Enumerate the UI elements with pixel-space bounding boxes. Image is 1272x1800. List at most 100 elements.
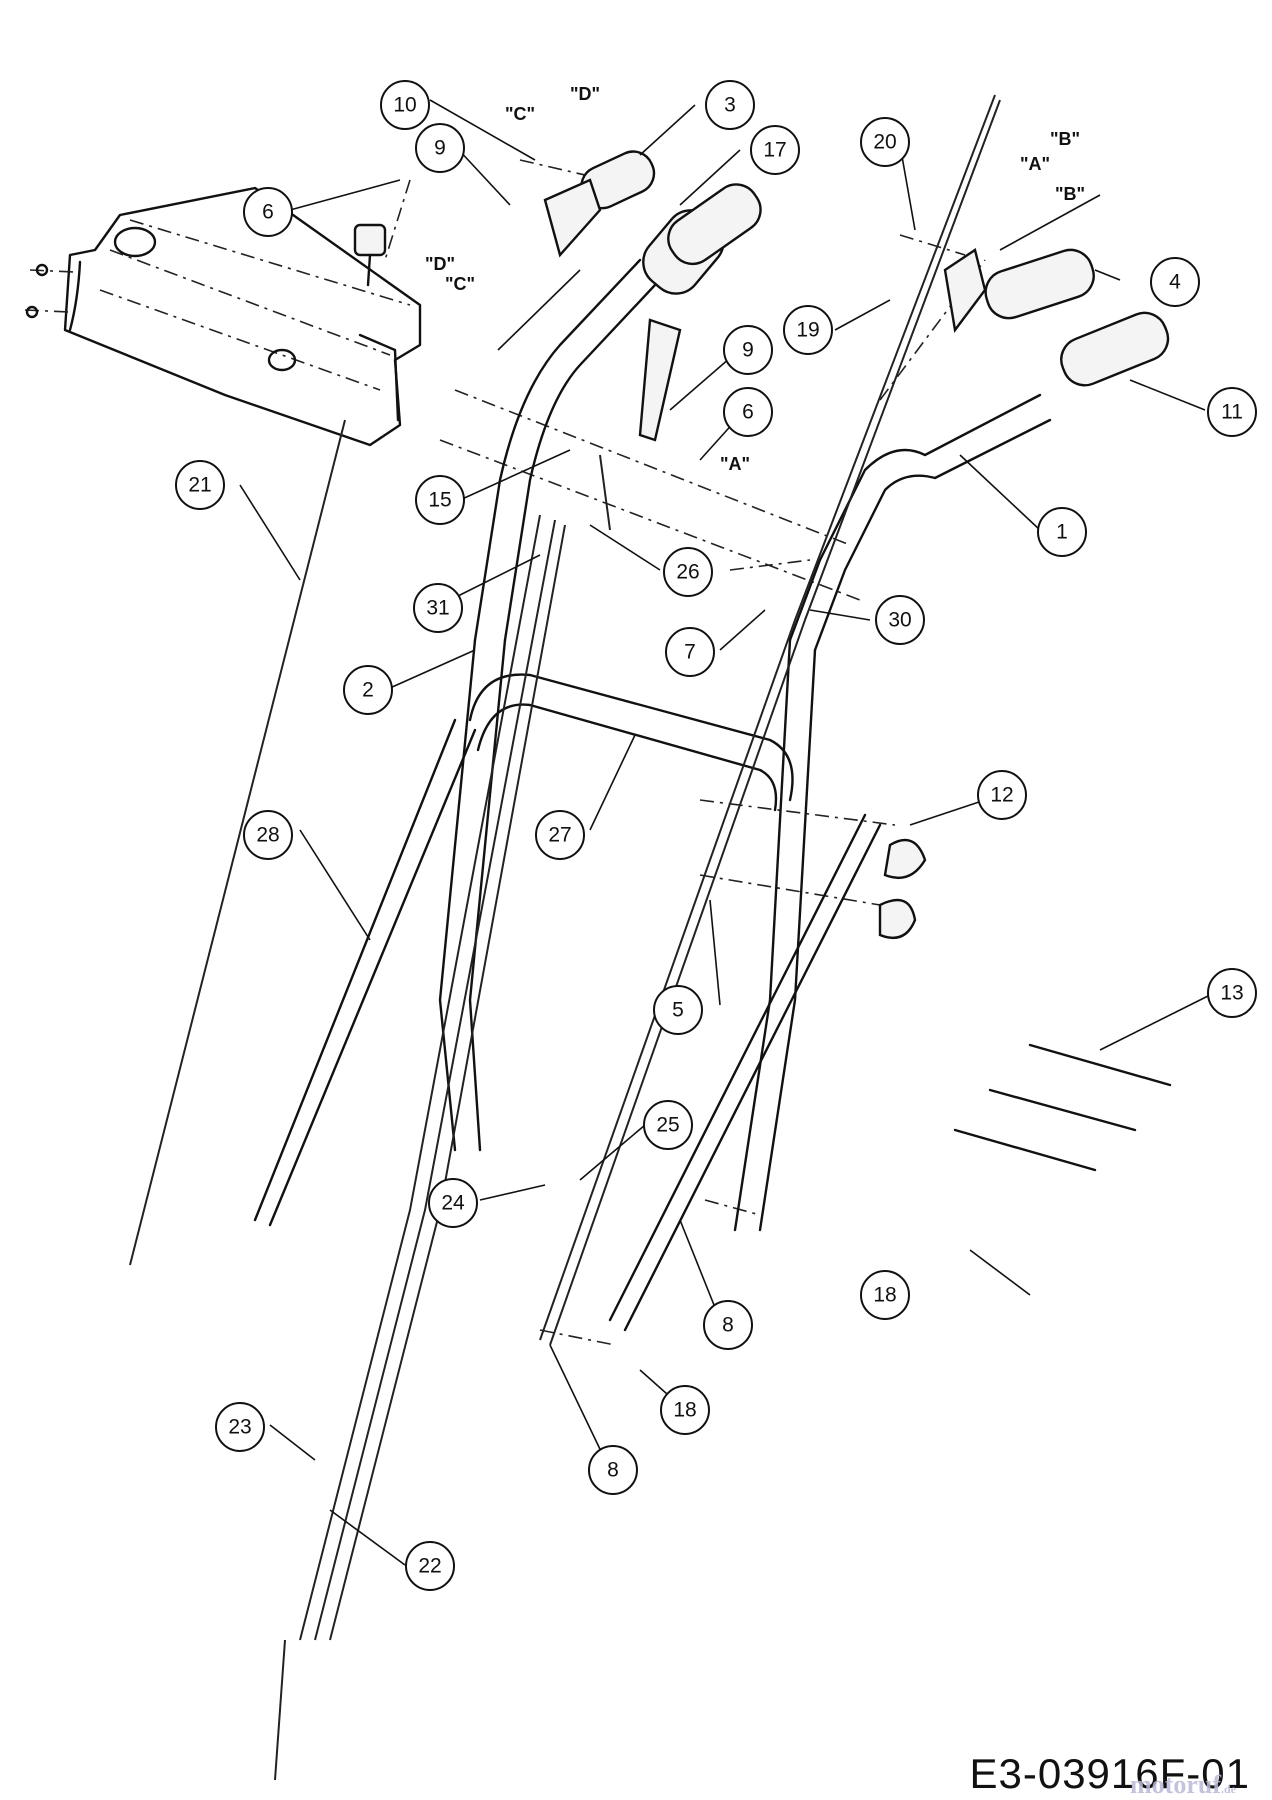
callout-number: 23 bbox=[228, 1416, 251, 1439]
callout-number: 25 bbox=[656, 1114, 679, 1137]
callout-30: 30 bbox=[875, 595, 925, 645]
callout-number: 8 bbox=[722, 1314, 734, 1337]
callout-18: 18 bbox=[660, 1385, 710, 1435]
callout-circle bbox=[703, 1300, 753, 1350]
callout-8: 8 bbox=[703, 1300, 753, 1350]
callout-6: 6 bbox=[243, 187, 293, 237]
ref-label-a2: "A" bbox=[720, 454, 750, 474]
ref-label-c1: "C" bbox=[505, 104, 535, 124]
callout-17: 17 bbox=[750, 125, 800, 175]
leader-lines bbox=[239, 99, 1211, 1566]
callout-circle bbox=[783, 305, 833, 355]
callout-number: 3 bbox=[724, 94, 736, 117]
callout-circle bbox=[380, 80, 430, 130]
ref-label-d2: "D" bbox=[425, 254, 455, 274]
callout-circle bbox=[705, 80, 755, 130]
ref-label-b2: "B" bbox=[1055, 184, 1085, 204]
callout-18: 18 bbox=[860, 1270, 910, 1320]
watermark-logo: motoruf.de bbox=[1130, 1770, 1236, 1799]
callout-number: 20 bbox=[873, 131, 896, 154]
callout-circle bbox=[723, 387, 773, 437]
callout-5: 5 bbox=[653, 985, 703, 1035]
callout-number: 13 bbox=[1220, 982, 1243, 1005]
callout-circle bbox=[977, 770, 1027, 820]
reference-labels: "C" "D" "D" "C" "A" "B" "B" "A" bbox=[425, 84, 1085, 474]
callout-number: 17 bbox=[763, 139, 786, 162]
callout-26: 26 bbox=[663, 547, 713, 597]
callout-number: 5 bbox=[672, 999, 684, 1022]
callout-11: 11 bbox=[1207, 387, 1257, 437]
callout-9: 9 bbox=[723, 325, 773, 375]
callout-number: 30 bbox=[888, 609, 911, 632]
lower-handle-frame bbox=[438, 638, 817, 1232]
callout-circle bbox=[215, 1402, 265, 1452]
callout-number: 10 bbox=[393, 94, 416, 117]
callout-circle bbox=[1207, 387, 1257, 437]
callout-circle bbox=[1150, 257, 1200, 307]
grip-parts bbox=[580, 150, 1095, 320]
ref-label-c2: "C" bbox=[445, 274, 475, 294]
ref-label-a1: "A" bbox=[1020, 154, 1050, 174]
callout-number: 11 bbox=[1221, 401, 1243, 424]
callout-circle bbox=[405, 1541, 455, 1591]
callout-6: 6 bbox=[723, 387, 773, 437]
callout-circle bbox=[665, 627, 715, 677]
callout-circle bbox=[413, 583, 463, 633]
ref-label-d1: "D" bbox=[570, 84, 600, 104]
callout-number: 4 bbox=[1169, 271, 1181, 294]
callout-20: 20 bbox=[860, 117, 910, 167]
ref-label-b1: "B" bbox=[1050, 129, 1080, 149]
callout-number: 21 bbox=[188, 474, 211, 497]
callout-31: 31 bbox=[413, 583, 463, 633]
callout-circle bbox=[428, 1178, 478, 1228]
callout-circle bbox=[175, 460, 225, 510]
drawing-code: E3-03916F-01 bbox=[969, 1750, 1250, 1797]
callout-number: 6 bbox=[262, 201, 274, 224]
callout-27: 27 bbox=[535, 810, 585, 860]
callout-1: 1 bbox=[1037, 507, 1087, 557]
callout-21: 21 bbox=[175, 460, 225, 510]
callout-number: 7 bbox=[684, 641, 696, 664]
callout-number: 9 bbox=[742, 339, 754, 362]
callout-7: 7 bbox=[665, 627, 715, 677]
callout-circle bbox=[860, 117, 910, 167]
callout-circle bbox=[660, 1385, 710, 1435]
callout-3: 3 bbox=[705, 80, 755, 130]
callout-circle bbox=[750, 125, 800, 175]
callout-13: 13 bbox=[1207, 968, 1257, 1018]
callout-circle bbox=[653, 985, 703, 1035]
callout-number: 2 bbox=[362, 679, 374, 702]
callout-number: 28 bbox=[256, 824, 279, 847]
callout-number: 18 bbox=[873, 1284, 896, 1307]
callout-number: 22 bbox=[418, 1555, 441, 1578]
callout-number: 1 bbox=[1056, 521, 1068, 544]
callout-circle bbox=[875, 595, 925, 645]
callout-25: 25 bbox=[643, 1100, 693, 1150]
rods bbox=[129, 419, 1172, 1266]
callout-number: 31 bbox=[426, 597, 449, 620]
callout-number: 12 bbox=[990, 784, 1013, 807]
callout-28: 28 bbox=[243, 810, 293, 860]
callout-circle bbox=[243, 810, 293, 860]
callout-circle bbox=[535, 810, 585, 860]
callout-circle bbox=[243, 187, 293, 237]
callout-circle bbox=[723, 325, 773, 375]
callout-circle bbox=[860, 1270, 910, 1320]
callout-number: 19 bbox=[796, 319, 819, 342]
callout-number: 26 bbox=[676, 561, 699, 584]
upper-handle-right bbox=[788, 311, 1170, 652]
callout-number: 9 bbox=[434, 137, 446, 160]
callout-24: 24 bbox=[428, 1178, 478, 1228]
control-console bbox=[24, 186, 422, 447]
callout-circle bbox=[643, 1100, 693, 1150]
callout-15: 15 bbox=[415, 475, 465, 525]
callout-circle bbox=[663, 547, 713, 597]
callout-8: 8 bbox=[588, 1445, 638, 1495]
callout-19: 19 bbox=[783, 305, 833, 355]
callout-circle bbox=[343, 665, 393, 715]
callout-number: 27 bbox=[548, 824, 571, 847]
callout-23: 23 bbox=[215, 1402, 265, 1452]
callout-number: 15 bbox=[428, 489, 451, 512]
